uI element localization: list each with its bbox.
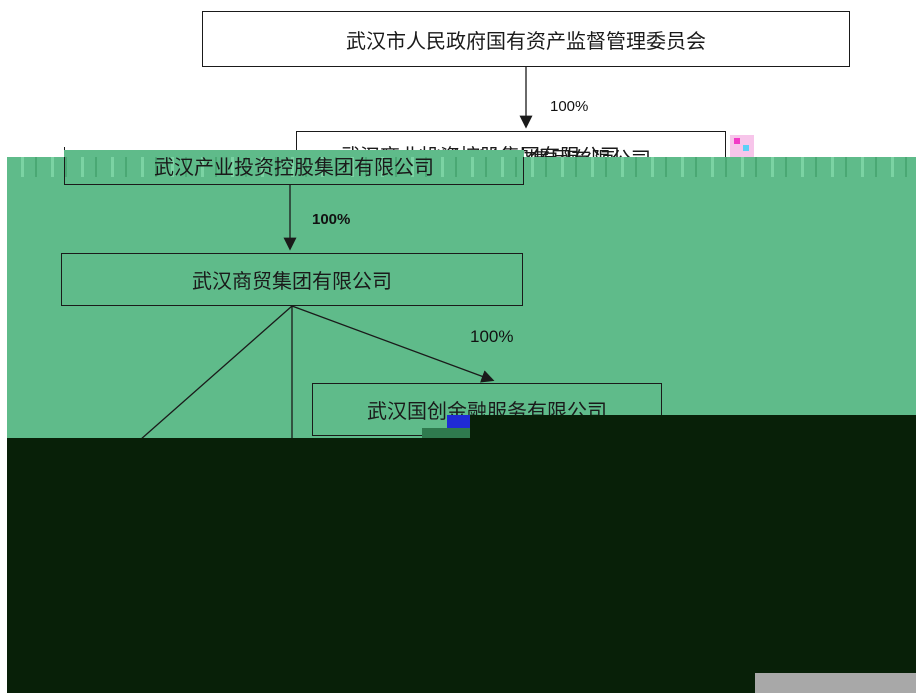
industry-clip-band: [64, 150, 524, 157]
gray-corner-block: [755, 673, 916, 693]
speckle-strip: [7, 157, 916, 177]
trade-group-node: 武汉商贸集团有限公司: [61, 253, 523, 306]
blue-artifact: [447, 415, 471, 429]
percent-label-trade-guochuang: 100%: [470, 327, 514, 346]
percent-label-industry-trade: 100%: [312, 211, 351, 228]
dark-overlay-region: [7, 438, 916, 693]
industry-holding-node: 武汉产业投资控股集团有限公司: [64, 147, 524, 185]
sasac-node-label: 武汉市人民政府国有资产监督管理委员会: [346, 28, 706, 53]
line-trade-to-left: [139, 305, 293, 441]
dark-green-artifact: [422, 428, 472, 440]
industry-holding-label: 武汉产业投资控股集团有限公司: [154, 155, 434, 179]
sasac-node: 武汉市人民政府国有资产监督管理委员会: [202, 11, 850, 67]
trade-group-label: 武汉商贸集团有限公司: [192, 269, 392, 293]
percent-label-sasac-commerce: 100%: [550, 98, 589, 115]
green-overlay-region: [7, 157, 916, 440]
pink-artifact: [730, 135, 754, 157]
dark-overlay-notch: [470, 415, 916, 440]
arrow-trade-to-guochuang: [291, 305, 495, 383]
